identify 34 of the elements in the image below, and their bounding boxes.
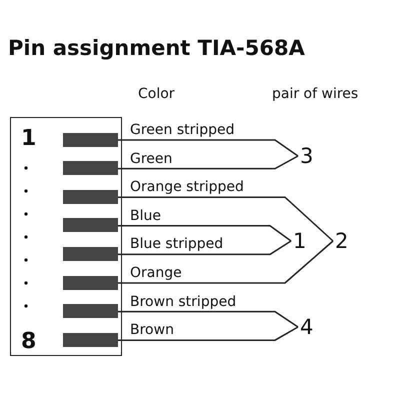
edge-label: Blue stripped: [130, 236, 224, 254]
wire-line: [118, 310, 298, 328]
edge-label: Green: [130, 150, 172, 168]
wire-line: [118, 240, 292, 256]
edge-label: Blue: [130, 208, 161, 225]
edge-label: Brown: [130, 322, 174, 340]
wire-line: [118, 240, 334, 284]
pin-contact: [62, 161, 118, 176]
column-heading: pair of wires: [272, 86, 358, 102]
pin-number: 1: [21, 128, 36, 150]
pin-contact: [62, 190, 118, 204]
pin-contact: [62, 276, 118, 290]
edge-label: Brown stripped: [130, 294, 236, 311]
pin-contact: [62, 332, 118, 347]
pin-contact: [62, 218, 118, 232]
pin-contact: [62, 132, 118, 146]
pair-number: 4: [300, 316, 314, 338]
pair-number: 1: [293, 230, 306, 252]
edge-label: Orange stripped: [130, 179, 244, 196]
wire-line: [118, 326, 298, 341]
column-heading: Color: [138, 86, 175, 102]
edge-label: Green stripped: [130, 122, 235, 139]
wire-line: [118, 196, 334, 242]
title: Pin assignment TIA-568A: [8, 36, 305, 60]
edge-label: Orange: [130, 265, 182, 282]
pair-number: 3: [300, 145, 314, 167]
wire-line: [118, 155, 298, 170]
connector-block: [10, 117, 122, 356]
pin-contact: [62, 304, 118, 318]
wire-line: [118, 225, 292, 242]
pin-contact: [62, 246, 118, 261]
wire-line: [118, 139, 298, 157]
pin-number: 8: [21, 331, 36, 353]
pair-number: 2: [335, 230, 348, 252]
